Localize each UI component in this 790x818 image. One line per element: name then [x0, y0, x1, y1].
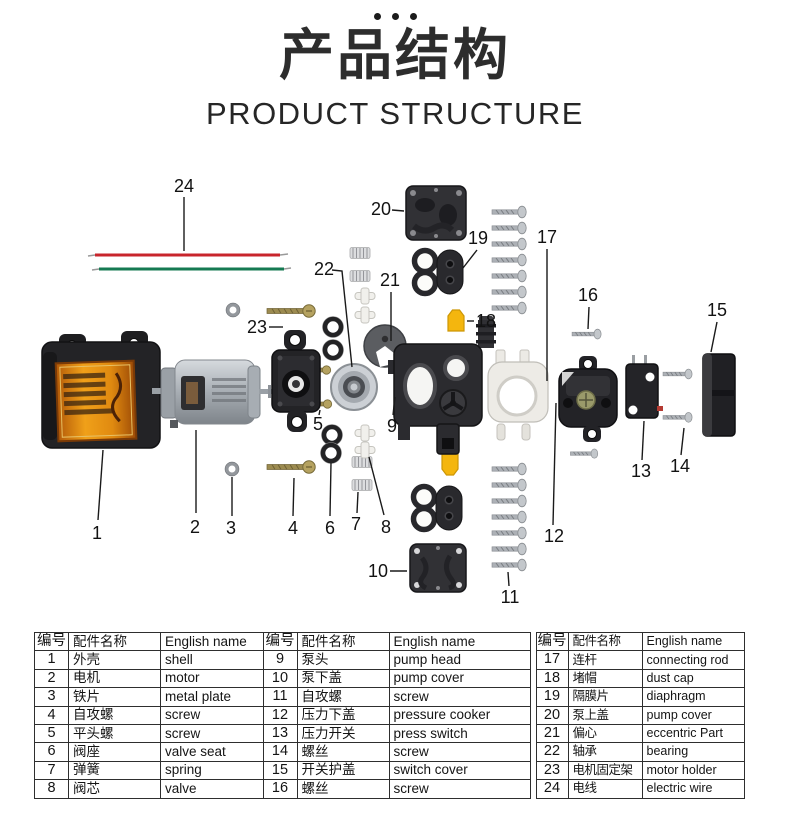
electric-wires-24 [87, 253, 292, 271]
callout-18: 18 [475, 311, 497, 331]
callout-9: 9 [386, 416, 398, 436]
callout-19: 19 [467, 228, 489, 248]
callout-5: 5 [312, 414, 324, 434]
callout-17: 17 [536, 227, 558, 247]
table-header-row: 编号 配件名称 English name [535, 631, 745, 652]
dot-icon [373, 13, 381, 20]
screws-11-bottom-column [491, 462, 527, 572]
screws-11-top-column [491, 205, 527, 315]
decorative-dots [0, 13, 790, 20]
callout-3: 3 [225, 518, 237, 538]
pressure-cover-12 [558, 356, 618, 442]
col-header-en: English name [388, 631, 531, 652]
screws-14 [662, 368, 693, 423]
pump-bottom-cover-10 [409, 543, 467, 593]
callout-24: 24 [173, 176, 195, 196]
pump-head-9 [388, 316, 496, 455]
dot-icon [391, 13, 399, 20]
callout-10: 10 [367, 561, 389, 581]
shell-1 [41, 331, 161, 449]
callout-13: 13 [630, 461, 652, 481]
callout-6: 6 [324, 518, 336, 538]
table-header-row: 编号 配件名称 English name [34, 631, 264, 652]
screw-16 [571, 328, 602, 340]
callout-16: 16 [577, 285, 599, 305]
callout-1: 1 [91, 523, 103, 543]
col-header-no: 编号 [535, 631, 569, 652]
col-header-cn: 配件名称 [68, 631, 161, 652]
connecting-rod-17 [487, 349, 549, 441]
callout-11: 11 [500, 587, 520, 607]
motor-2 [152, 359, 283, 428]
page-subtitle: PRODUCT STRUCTURE [206, 96, 584, 131]
callout-14: 14 [669, 456, 691, 476]
dot-icon [409, 13, 417, 20]
switch-cover-15 [702, 353, 736, 437]
diaphragm-19 [415, 250, 464, 294]
motor-holder-23 [271, 330, 321, 432]
pump-top-cover-20 [405, 185, 467, 241]
callout-2: 2 [189, 517, 201, 537]
screw-below-pressure-cover [570, 448, 599, 459]
table-header-row: 编号 配件名称 English name [262, 631, 531, 652]
callout-7: 7 [350, 514, 362, 534]
shell-brand-label [54, 359, 138, 443]
press-switch-13 [625, 355, 663, 419]
col-header-cn: 配件名称 [567, 631, 643, 652]
leader-lines [97, 197, 718, 587]
bearing-22 [330, 363, 378, 411]
callout-21: 21 [379, 270, 401, 290]
callout-23: 23 [246, 317, 268, 337]
callout-8: 8 [380, 517, 392, 537]
col-header-no: 编号 [262, 631, 298, 652]
col-header-en: English name [160, 631, 264, 652]
callout-15: 15 [706, 300, 728, 320]
col-header-en: English name [641, 631, 745, 652]
page-title: 产品结构 [278, 24, 511, 86]
callout-22: 22 [313, 259, 335, 279]
callout-20: 20 [370, 199, 392, 219]
exploded-view-diagram: 1 2 3 4 5 6 7 8 9 10 11 12 13 14 15 16 1… [41, 176, 736, 607]
diaphragm-lower [414, 486, 463, 530]
callout-4: 4 [287, 518, 299, 538]
col-header-no: 编号 [34, 631, 69, 652]
exploded-diagram-svg [41, 185, 736, 593]
callout-12: 12 [543, 526, 565, 546]
col-header-cn: 配件名称 [296, 631, 390, 652]
